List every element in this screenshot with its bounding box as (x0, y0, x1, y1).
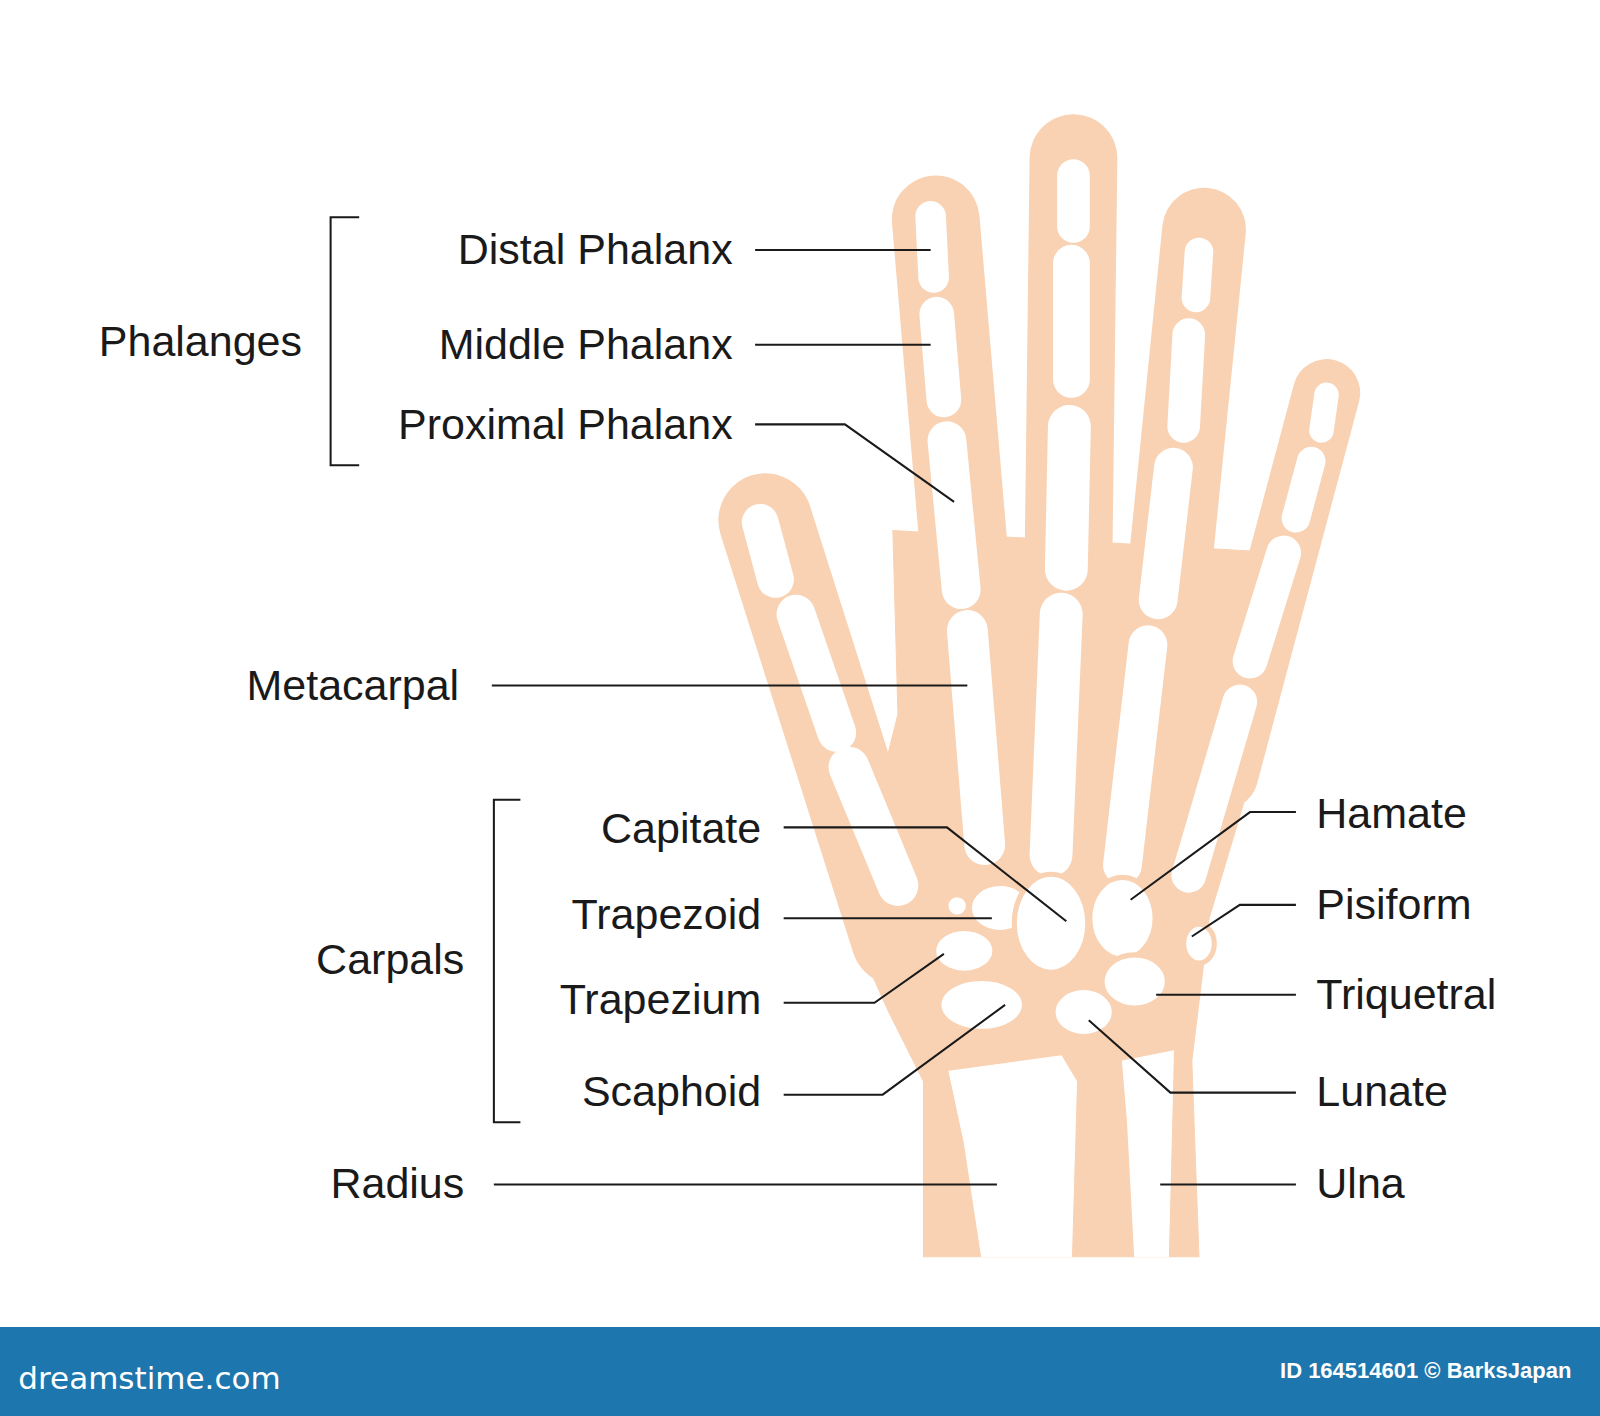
part-label: Proximal Phalanx (398, 401, 733, 448)
leader-line (755, 249, 931, 251)
leader-line (784, 917, 992, 919)
bone (947, 441, 961, 590)
bone (1250, 553, 1284, 661)
leader-line (755, 424, 954, 502)
part-label: Middle Phalanx (439, 321, 733, 368)
bone (937, 314, 944, 400)
leader-line (494, 800, 521, 1122)
bone (796, 614, 837, 732)
bone (1189, 702, 1240, 875)
leader-line (331, 217, 360, 465)
part-label: Radius (330, 1160, 464, 1207)
bone (1053, 263, 1090, 379)
leader-line (784, 827, 1067, 921)
bone (1051, 614, 1061, 855)
bone (1066, 426, 1069, 569)
part-label: Lunate (1316, 1068, 1448, 1115)
leader-line (755, 344, 931, 346)
group-label: Carpals (316, 936, 464, 983)
carpal-bone (1102, 955, 1167, 1008)
leader-line (494, 1183, 997, 1185)
leader-line (1089, 1020, 1296, 1092)
carpal-bones (934, 874, 1215, 1036)
carpal-bone (1184, 924, 1215, 963)
leader-line (1156, 994, 1296, 996)
part-label: Distal Phalanx (458, 226, 733, 273)
radius-bone (949, 1056, 1077, 1257)
leader-line (784, 954, 944, 1003)
bone (1057, 175, 1090, 226)
part-label: Triquetral (1316, 971, 1496, 1018)
carpal-bone (946, 895, 968, 917)
bone (1122, 645, 1148, 865)
group-label: Phalanges (99, 318, 302, 365)
bone (1296, 461, 1311, 518)
part-label: Capitate (601, 805, 761, 852)
carpal-bone (934, 928, 995, 973)
part-label: Hamate (1316, 790, 1467, 837)
part-label: Pisiform (1316, 881, 1471, 928)
leader-line (1160, 1183, 1296, 1185)
part-label: Scaphoid (582, 1068, 761, 1115)
hand-skin (765, 158, 1326, 1257)
leader-line (1131, 812, 1296, 900)
part-label: Ulna (1316, 1160, 1404, 1207)
carpal-bone (939, 978, 1025, 1031)
ulna-bone (1122, 1051, 1173, 1257)
watermark-text: dreamstime.com (18, 1361, 280, 1395)
credit-text: ID 164514601 © BarksJapan (1280, 1359, 1571, 1383)
bone (931, 216, 934, 277)
bone (967, 630, 984, 844)
bone (1184, 335, 1189, 427)
leader-line (1192, 905, 1296, 937)
bone (760, 522, 775, 579)
bone (1196, 252, 1199, 298)
leader-lines (331, 217, 1296, 1184)
hand-bones (760, 175, 1326, 1256)
part-label: Trapezium (560, 976, 762, 1023)
leader-line (784, 1005, 1005, 1095)
bone (1158, 467, 1173, 600)
palm-skin (847, 530, 1288, 1256)
part-label: Metacarpal (246, 662, 459, 709)
bone (1321, 395, 1326, 431)
leader-line (492, 685, 968, 687)
part-label: Trapezoid (572, 891, 762, 938)
